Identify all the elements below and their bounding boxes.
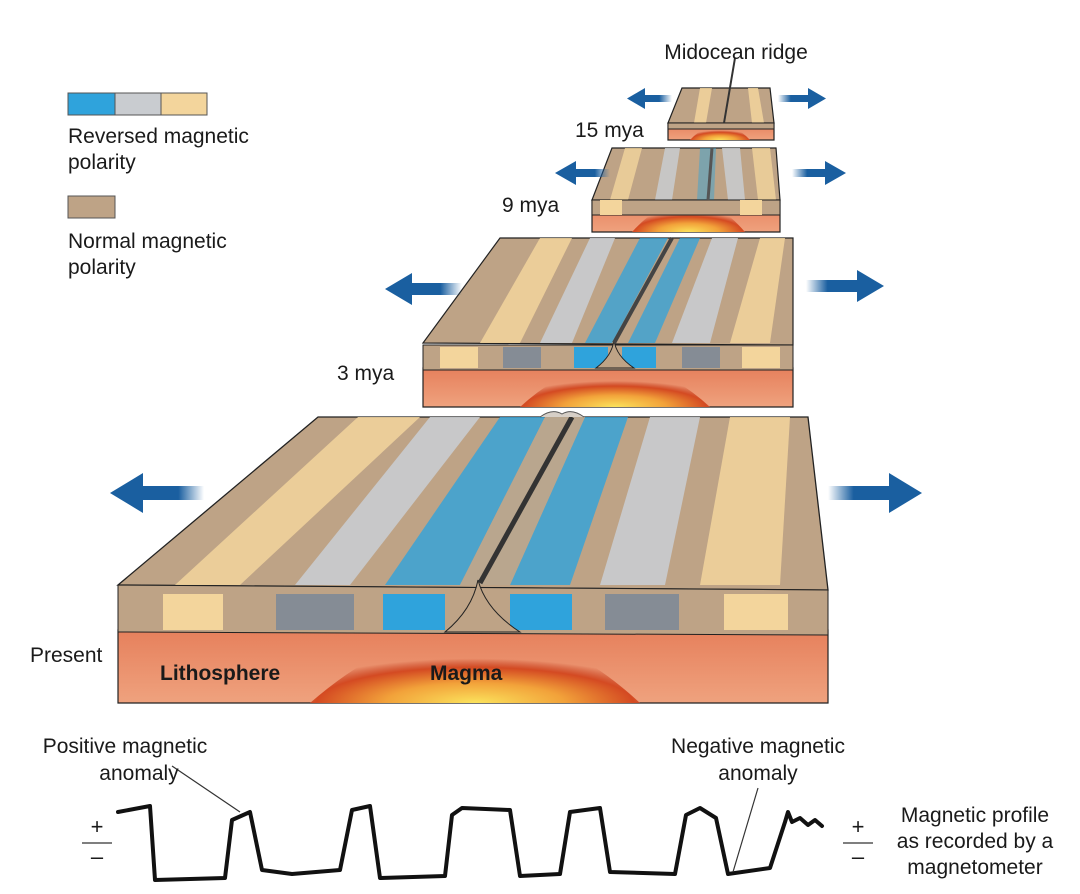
profile-label: Magnetic profile [901,804,1049,827]
normal-polarity-label: Normal magnetic [68,230,227,253]
positive-anomaly-label-2: anomaly [99,762,179,785]
profile-label-3: magnetometer [907,856,1042,879]
magnetic-profile: + – + – [82,765,873,882]
negative-anomaly-label-2: anomaly [718,762,798,785]
minus-right: – [852,844,865,869]
block-9-mya [591,147,781,233]
arrow-9-right [792,161,846,185]
plus-right: + [852,814,865,839]
arrow-15-right [778,88,826,109]
negative-anomaly-leader [732,787,759,873]
arrow-present-left [110,473,204,513]
reversed-polarity-swatch [67,92,208,116]
block-3-mya [421,237,794,408]
arrow-9-left [555,161,610,185]
arrow-present-right [828,473,922,513]
reversed-polarity-label: Reversed magnetic [68,125,249,148]
block-15-mya [667,57,775,141]
plus-left: + [91,814,104,839]
legend: Reversed magnetic polarity Normal magnet… [67,92,249,279]
label-3-mya: 3 mya [337,362,395,385]
normal-polarity-label-2: polarity [68,256,136,279]
normal-polarity-swatch [67,195,116,219]
negative-anomaly-label: Negative magnetic [671,735,845,758]
reversed-polarity-label-2: polarity [68,151,136,174]
arrow-3-left [385,273,462,305]
label-9-mya: 9 mya [502,194,560,217]
positive-anomaly-label: Positive magnetic [43,735,208,758]
lithosphere-label: Lithosphere [160,662,280,685]
magma-label: Magma [430,662,503,685]
positive-anomaly-leader [171,765,241,813]
arrow-15-left [627,88,672,109]
minus-left: – [91,844,104,869]
arrow-3-right [806,270,884,302]
midocean-ridge-label: Midocean ridge [664,41,808,64]
profile-label-2: as recorded by a [897,830,1054,853]
label-15-mya: 15 mya [575,119,644,142]
label-present: Present [30,644,103,667]
block-present [116,411,829,704]
